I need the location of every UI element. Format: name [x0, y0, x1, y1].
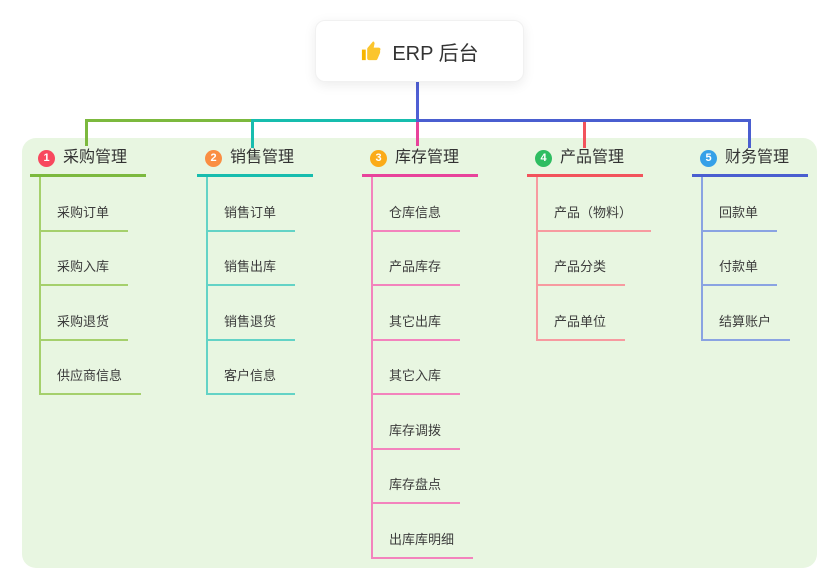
- node-label: 采购入库: [57, 259, 110, 274]
- branch-label: 销售管理: [230, 149, 295, 166]
- branch-inventory: 3 库存管理 仓库信息 产品库存 其它出库 其它入库 库存调拨 库存盘点 出库库…: [362, 146, 479, 559]
- branch-purchase-children: 采购订单 采购入库 采购退货 供应商信息: [39, 177, 142, 395]
- node-item[interactable]: 出库库明细: [373, 504, 474, 559]
- node-label: 产品分类: [554, 259, 607, 274]
- branch-label: 财务管理: [725, 149, 790, 166]
- branch-label: 库存管理: [395, 149, 460, 166]
- node-label: 采购订单: [57, 204, 110, 220]
- node-label: 结算账户: [719, 313, 772, 329]
- node-item[interactable]: 库存调拨: [373, 395, 461, 450]
- node-label: 销售订单: [224, 204, 277, 220]
- node-label: 仓库信息: [389, 204, 442, 220]
- thumbs-up-icon: [362, 40, 381, 60]
- branch-label: 产品管理: [560, 149, 625, 166]
- node-label: 付款单: [719, 259, 759, 274]
- node-item[interactable]: 回款单: [703, 177, 778, 232]
- branch-number-badge: 1: [38, 149, 55, 167]
- node-item[interactable]: 产品（物料）: [538, 177, 652, 232]
- branch-inventory-header[interactable]: 3 库存管理: [362, 146, 479, 177]
- connector-branch3-drop: [416, 121, 419, 146]
- node-item[interactable]: 采购入库: [41, 232, 129, 286]
- node-label: 出库库明细: [389, 531, 455, 547]
- node-label: 产品库存: [389, 259, 442, 274]
- node-item[interactable]: 库存盘点: [373, 450, 461, 504]
- node-item[interactable]: 仓库信息: [373, 177, 461, 232]
- branch-inventory-children: 仓库信息 产品库存 其它出库 其它入库 库存调拨 库存盘点 出库库明细: [371, 177, 474, 559]
- node-item[interactable]: 销售退货: [208, 286, 296, 341]
- branch-product-header[interactable]: 4 产品管理: [527, 146, 644, 177]
- branch-number-badge: 3: [370, 149, 387, 167]
- node-label: 采购退货: [57, 313, 110, 329]
- root-label: ERP 后台: [392, 42, 479, 65]
- connector-branch1-horizontal: [85, 119, 254, 122]
- node-item[interactable]: 销售出库: [208, 232, 296, 286]
- branch-number-badge: 4: [535, 149, 552, 167]
- branch-sales-children: 销售订单 销售出库 销售退货 客户信息: [206, 177, 296, 395]
- node-item[interactable]: 产品库存: [373, 232, 461, 286]
- branch-label: 采购管理: [63, 149, 128, 166]
- branch-sales-header[interactable]: 2 销售管理: [197, 146, 314, 177]
- branch-purchase: 1 采购管理 采购订单 采购入库 采购退货 供应商信息: [30, 146, 147, 395]
- node-item[interactable]: 其它出库: [373, 286, 461, 341]
- node-item[interactable]: 结算账户: [703, 286, 791, 341]
- connector-branch1-drop: [85, 119, 88, 146]
- node-label: 产品（物料）: [554, 204, 633, 220]
- root-node[interactable]: ERP 后台: [315, 20, 524, 82]
- branch-purchase-header[interactable]: 1 采购管理: [30, 146, 147, 177]
- branch-product-children: 产品（物料） 产品分类 产品单位: [536, 177, 652, 341]
- connector-branch4-drop: [583, 121, 586, 148]
- node-item[interactable]: 产品单位: [538, 286, 626, 341]
- branches-background-panel: [22, 138, 817, 568]
- branch-product: 4 产品管理 产品（物料） 产品分类 产品单位: [527, 146, 652, 341]
- connector-branch2-drop: [251, 119, 254, 148]
- node-label: 销售退货: [224, 313, 277, 329]
- branch-number-badge: 5: [700, 149, 717, 167]
- node-label: 其它入库: [389, 368, 442, 383]
- node-item[interactable]: 其它入库: [373, 341, 461, 395]
- branch-finance: 5 财务管理 回款单 付款单 结算账户: [692, 146, 809, 341]
- node-item[interactable]: 客户信息: [208, 341, 296, 395]
- node-label: 销售出库: [224, 259, 277, 274]
- connector-root-drop: [416, 82, 419, 122]
- node-label: 库存盘点: [389, 477, 442, 492]
- node-item[interactable]: 销售订单: [208, 177, 296, 232]
- branch-sales: 2 销售管理 销售订单 销售出库 销售退货 客户信息: [197, 146, 314, 395]
- node-item[interactable]: 采购订单: [41, 177, 129, 232]
- node-label: 库存调拨: [389, 422, 442, 438]
- node-label: 客户信息: [224, 368, 277, 383]
- node-item[interactable]: 采购退货: [41, 286, 129, 341]
- node-item[interactable]: 供应商信息: [41, 341, 142, 395]
- connector-branch2-horizontal: [251, 119, 418, 122]
- branch-finance-children: 回款单 付款单 结算账户: [701, 177, 791, 341]
- connector-branch5-horizontal: [416, 119, 751, 122]
- connector-branch5-drop: [748, 119, 751, 148]
- node-label: 回款单: [719, 204, 759, 220]
- branch-finance-header[interactable]: 5 财务管理: [692, 146, 809, 177]
- node-item[interactable]: 付款单: [703, 232, 778, 286]
- node-label: 产品单位: [554, 313, 607, 329]
- node-label: 供应商信息: [57, 368, 123, 383]
- node-label: 其它出库: [389, 313, 442, 329]
- node-item[interactable]: 产品分类: [538, 232, 626, 286]
- branch-number-badge: 2: [205, 149, 222, 167]
